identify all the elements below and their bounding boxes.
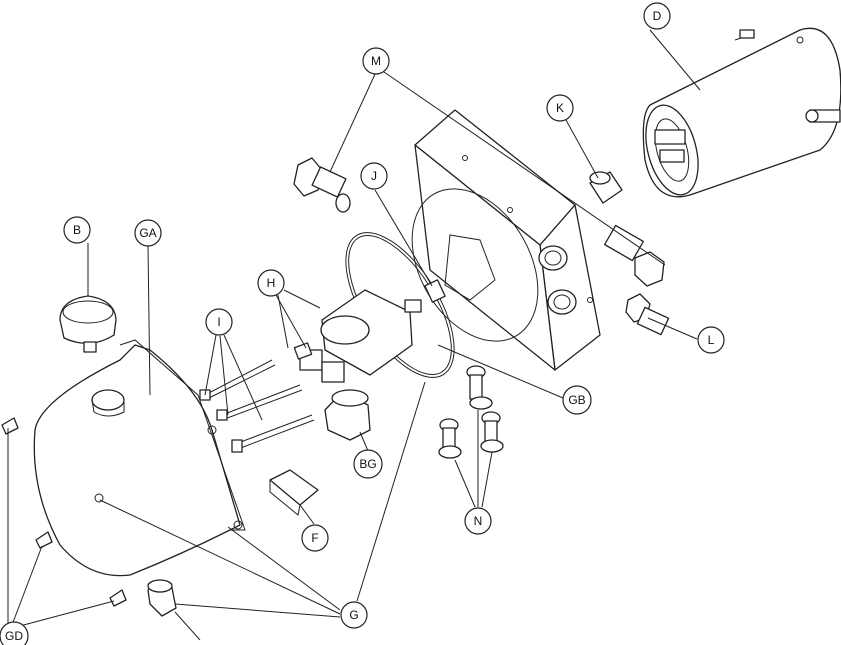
callout-l: L — [697, 326, 725, 354]
part-gear-pump-h — [293, 289, 422, 383]
svg-text:GB: GB — [568, 393, 585, 407]
svg-text:B: B — [73, 223, 81, 237]
callout-d: D — [643, 2, 671, 30]
part-seal-g — [147, 579, 177, 617]
part-bolts-i — [199, 359, 315, 453]
svg-text:GD: GD — [5, 629, 23, 643]
callout-h: H — [257, 269, 285, 297]
callout-ga: GA — [134, 219, 162, 247]
part-sensor-l — [625, 293, 670, 336]
callout-gb: GB — [562, 385, 592, 415]
callout-b: B — [63, 216, 91, 244]
svg-text:H: H — [267, 276, 276, 290]
callout-j: J — [360, 162, 388, 190]
callout-bg: BG — [353, 449, 383, 479]
svg-text:L: L — [708, 333, 715, 347]
svg-text:M: M — [371, 54, 381, 68]
part-screws-gd — [1, 417, 127, 607]
svg-text:BG: BG — [359, 457, 376, 471]
part-coupling-j — [424, 279, 446, 303]
svg-text:G: G — [349, 608, 358, 622]
svg-text:D: D — [653, 9, 662, 23]
svg-text:GA: GA — [139, 226, 156, 240]
svg-text:J: J — [371, 169, 377, 183]
svg-text:F: F — [311, 531, 318, 545]
svg-text:I: I — [217, 315, 220, 329]
part-bushing-k — [589, 171, 623, 204]
part-screws-n — [438, 365, 504, 459]
part-cover-ga — [33, 339, 246, 577]
callout-f: F — [301, 524, 329, 552]
part-cap-b — [59, 295, 117, 353]
part-valve-m-left — [293, 157, 351, 213]
callout-gd: GD — [0, 621, 29, 645]
part-pump-block — [411, 109, 601, 371]
callout-n: N — [464, 507, 492, 535]
callout-m: M — [362, 47, 390, 75]
callout-k: K — [546, 94, 574, 122]
svg-text:N: N — [474, 514, 483, 528]
svg-text:K: K — [556, 101, 564, 115]
part-filter-bg — [324, 389, 371, 441]
part-key-f — [269, 469, 319, 516]
leader-lines — [7, 29, 701, 641]
part-motor-d — [642, 27, 841, 198]
callout-i: I — [205, 308, 233, 336]
callout-g: G — [340, 601, 368, 629]
part-valve-m-right — [603, 224, 665, 287]
